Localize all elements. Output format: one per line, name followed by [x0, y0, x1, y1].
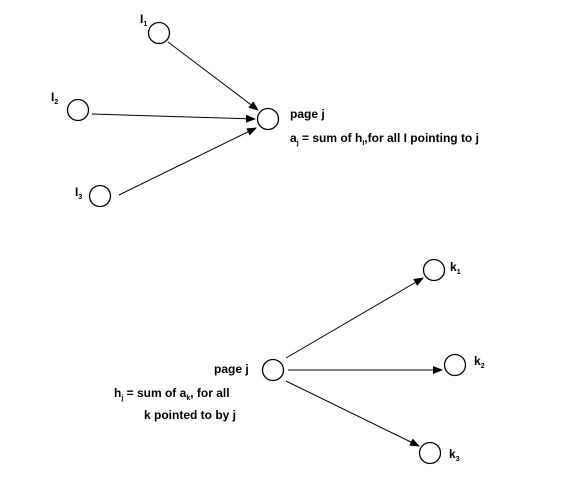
node-page-j-bottom: [261, 358, 285, 382]
hub-formula-line2: k pointed to by j: [144, 408, 236, 422]
node-k3-label: k3: [449, 447, 460, 463]
page-j-bottom-label: page j: [214, 362, 249, 376]
node-k2-label: k2: [474, 354, 485, 370]
node-page-j-top: [256, 107, 280, 131]
hub-formula-line1: hj = sum of ak, for all: [114, 386, 230, 402]
node-i2-label: I2: [51, 90, 59, 106]
edge-i3-to-j: [118, 127, 257, 196]
edge-j-to-k3: [285, 380, 420, 447]
node-k1: [422, 258, 446, 282]
edge-j-to-k1: [285, 277, 424, 359]
node-i3-label: I3: [75, 185, 83, 201]
node-i1-label: I1: [140, 12, 148, 28]
node-i3: [88, 184, 112, 208]
page-j-top-label: page j: [290, 107, 325, 121]
node-k3: [418, 441, 442, 465]
node-k1-label: k1: [450, 260, 461, 276]
node-i2: [66, 98, 90, 122]
node-i1: [147, 21, 171, 45]
edge-i1-to-j: [167, 41, 259, 111]
authority-formula: aj = sum of hI,for all I pointing to j: [290, 131, 479, 147]
node-k2: [443, 353, 467, 377]
edge-i2-to-j: [91, 113, 256, 123]
